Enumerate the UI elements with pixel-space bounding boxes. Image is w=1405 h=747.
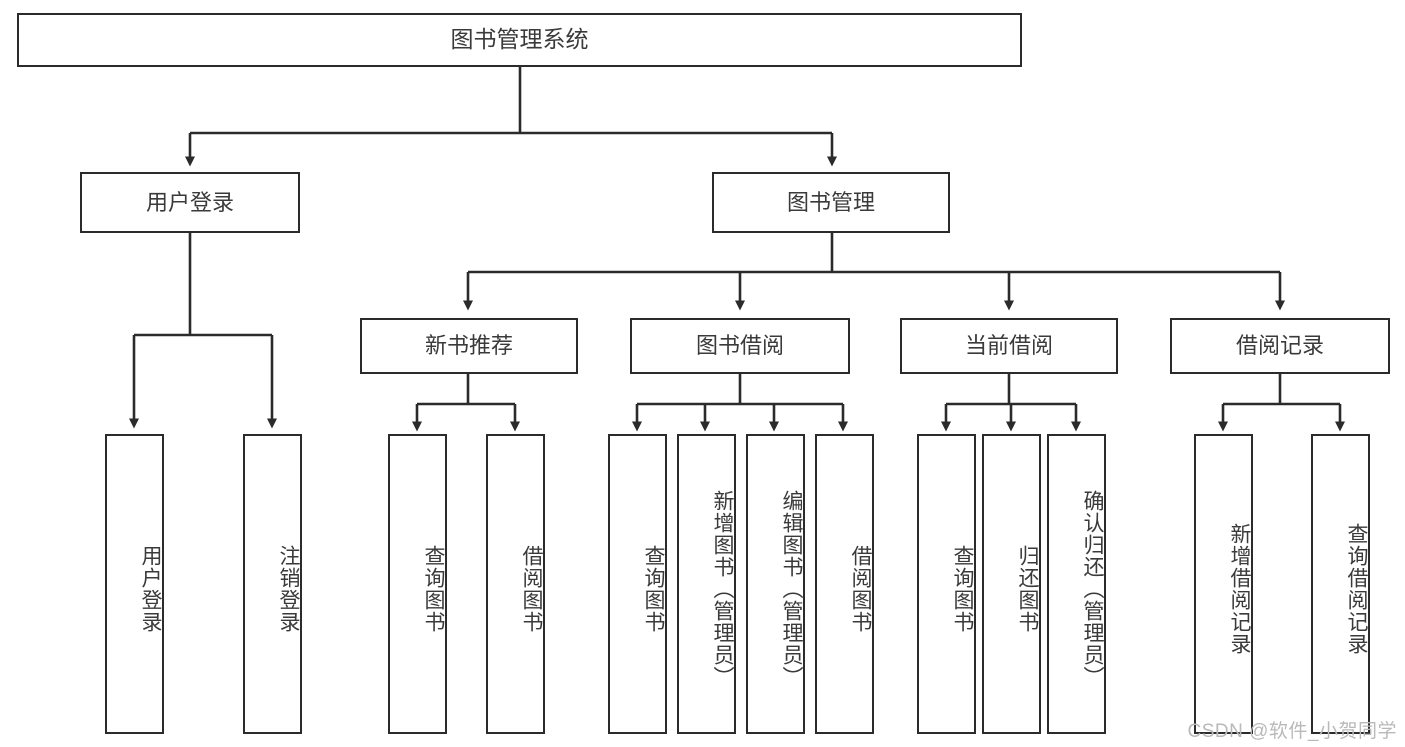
node-label: 借阅记录	[1235, 333, 1324, 359]
node-label: 新增图书（管理员）	[711, 490, 734, 688]
leaf-borrow-edit-book-admin[interactable]: 编辑图书（管理员）	[746, 434, 805, 734]
leaf-borrow-query-book[interactable]: 查询图书	[608, 434, 667, 734]
node-label: 编辑图书（管理员）	[780, 490, 803, 688]
leaf-record-query-record[interactable]: 查询借阅记录	[1311, 434, 1370, 734]
node-label: 归还图书	[1016, 545, 1039, 633]
node-root-system[interactable]: 图书管理系统	[17, 13, 1022, 67]
node-label: 用户登录	[145, 189, 234, 215]
node-label: 借阅图书	[849, 545, 872, 633]
node-label: 新书推荐	[424, 333, 513, 359]
node-label: 图书管理	[786, 189, 875, 215]
node-label: 查询图书	[642, 545, 665, 633]
leaf-user-login-logout[interactable]: 注销登录	[243, 434, 302, 734]
leaf-borrow-add-book-admin[interactable]: 新增图书（管理员）	[677, 434, 736, 734]
leaf-current-confirm-return-admin[interactable]: 确认归还（管理员）	[1047, 434, 1106, 734]
node-label: 查询借阅记录	[1345, 523, 1368, 655]
node-user-login[interactable]: 用户登录	[80, 172, 300, 233]
leaf-current-return-book[interactable]: 归还图书	[982, 434, 1041, 734]
node-label: 图书管理系统	[450, 26, 589, 53]
node-label: 借阅图书	[520, 545, 543, 633]
node-label: 注销登录	[277, 545, 300, 633]
node-label: 图书借阅	[695, 333, 784, 359]
node-book-management[interactable]: 图书管理	[712, 172, 950, 233]
leaf-user-login-login[interactable]: 用户登录	[105, 434, 164, 734]
node-label: 用户登录	[139, 545, 162, 633]
node-label: 新增借阅记录	[1228, 523, 1251, 655]
node-label: 确认归还（管理员）	[1081, 490, 1104, 688]
node-borrow-record[interactable]: 借阅记录	[1170, 318, 1390, 374]
leaf-recommend-query-book[interactable]: 查询图书	[388, 434, 447, 734]
node-label: 查询图书	[422, 545, 445, 633]
node-new-book-recommend[interactable]: 新书推荐	[360, 318, 578, 374]
node-label: 查询图书	[951, 545, 974, 633]
leaf-record-add-record[interactable]: 新增借阅记录	[1194, 434, 1253, 734]
leaf-current-query-book[interactable]: 查询图书	[917, 434, 976, 734]
leaf-recommend-borrow-book[interactable]: 借阅图书	[486, 434, 545, 734]
leaf-borrow-borrow-book[interactable]: 借阅图书	[815, 434, 874, 734]
node-current-borrow[interactable]: 当前借阅	[900, 318, 1118, 374]
node-book-borrow[interactable]: 图书借阅	[630, 318, 850, 374]
watermark-text: CSDN @软件_小贺同学	[1187, 721, 1397, 742]
node-label: 当前借阅	[964, 333, 1053, 359]
